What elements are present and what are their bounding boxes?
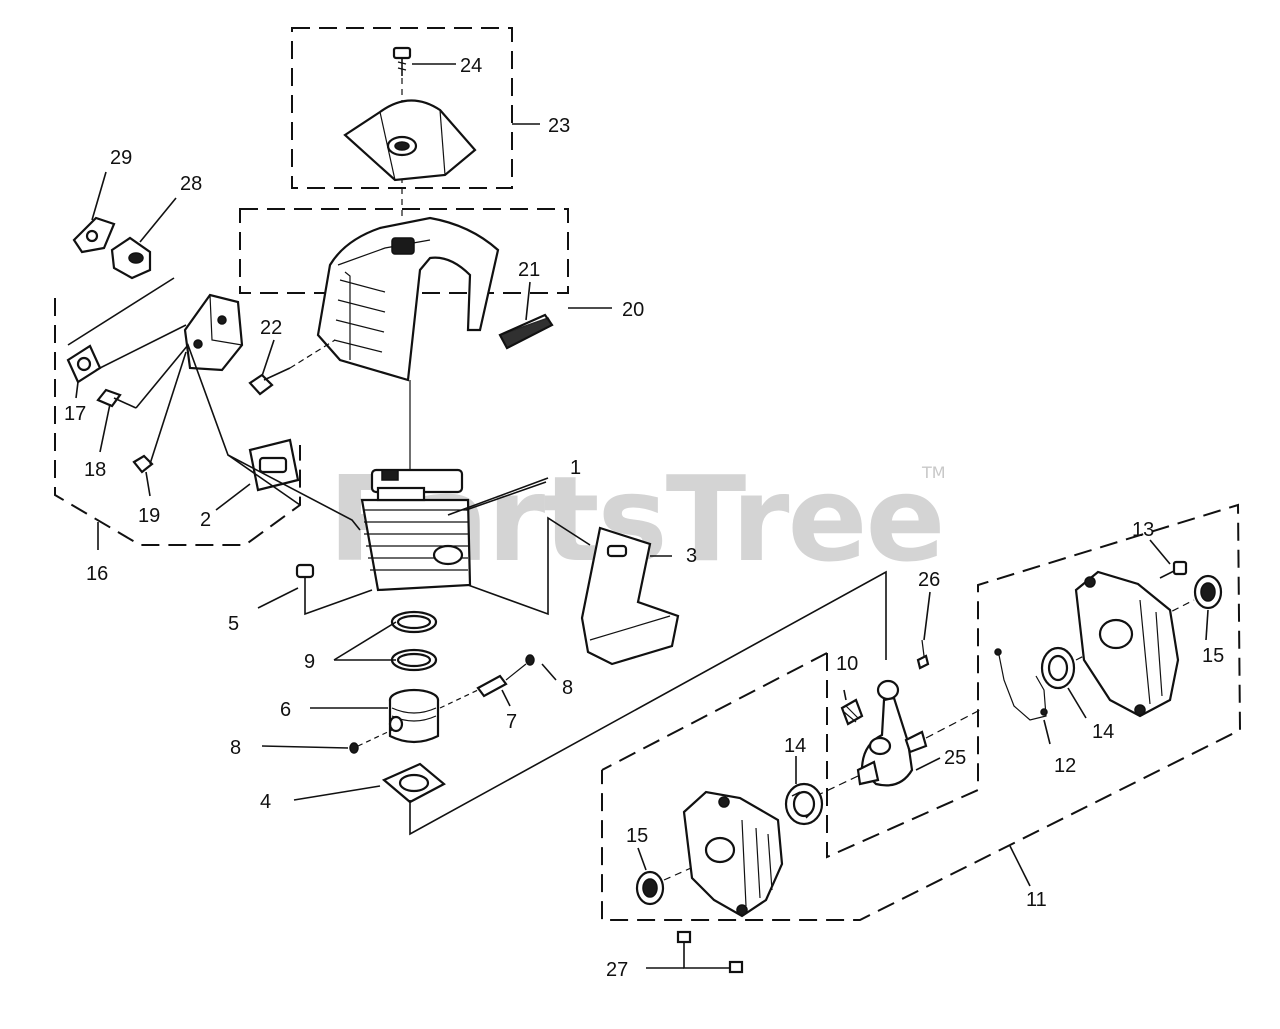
callout-2: 2 xyxy=(200,509,211,531)
connector-27 xyxy=(676,930,744,974)
piston-rings-9 xyxy=(390,610,438,672)
bolt-18 xyxy=(96,388,137,409)
callout-3: 3 xyxy=(686,545,697,567)
callout-1: 1 xyxy=(570,457,581,479)
callout-22: 22 xyxy=(260,317,282,339)
callout-10: 10 xyxy=(836,653,858,675)
callout-21: 21 xyxy=(518,259,540,281)
gasket-12 xyxy=(994,648,1048,721)
seal-15-left xyxy=(635,870,665,906)
clip-8-left xyxy=(349,729,393,754)
seal-15-right xyxy=(1193,574,1223,610)
gasket-29 xyxy=(72,216,116,254)
callout-8-left: 8 xyxy=(230,737,241,759)
link-line-5 xyxy=(304,589,373,616)
heat-shield-3 xyxy=(580,526,680,666)
top-cover-23 xyxy=(343,99,477,182)
callout-28: 28 xyxy=(180,173,202,195)
callout-6: 6 xyxy=(280,699,291,721)
callout-16: 16 xyxy=(86,563,108,585)
callout-15-right: 15 xyxy=(1202,645,1224,667)
callout-9: 9 xyxy=(304,651,315,673)
pad-21 xyxy=(498,313,554,350)
callout-4: 4 xyxy=(260,791,271,813)
link-line-heat-shield xyxy=(467,516,591,616)
callout-27: 27 xyxy=(606,959,628,981)
link-line-28-17 xyxy=(67,277,175,346)
bearing-14-left xyxy=(784,782,824,826)
link-line-crank-axis xyxy=(409,570,887,836)
callout-17: 17 xyxy=(64,403,86,425)
link-line-muffler-cylinder xyxy=(135,343,361,531)
crankcase-left xyxy=(682,790,784,918)
callout-19: 19 xyxy=(138,505,160,527)
callout-5: 5 xyxy=(228,613,239,635)
link-line-17-muffler xyxy=(95,324,187,371)
callout-18: 18 xyxy=(84,459,106,481)
callout-23: 23 xyxy=(548,115,570,137)
bearing-10 xyxy=(840,698,864,726)
group-box-16 xyxy=(54,298,301,546)
clip-8-right xyxy=(505,654,535,681)
screw-24 xyxy=(392,46,412,76)
group-box-11-edge xyxy=(601,652,828,771)
callout-14-left: 14 xyxy=(784,735,806,757)
crankcase-right xyxy=(1074,570,1180,718)
callout-12: 12 xyxy=(1054,755,1076,777)
bolt-5 xyxy=(295,563,315,598)
link-line-19 xyxy=(149,351,187,465)
stud-22 xyxy=(248,339,336,396)
axis-line-seal-left xyxy=(663,863,701,881)
leader-lines xyxy=(75,63,1209,969)
base-gasket-4 xyxy=(381,762,446,804)
gasket-2 xyxy=(248,438,300,492)
bearing-14-right xyxy=(1040,646,1076,690)
bearing-top xyxy=(876,679,900,701)
callout-13: 13 xyxy=(1132,519,1154,541)
callout-15-left: 15 xyxy=(626,825,648,847)
gasket-17 xyxy=(66,344,102,384)
link-line-2 xyxy=(227,454,301,506)
watermark-trademark: TM xyxy=(921,463,946,482)
muffler-assembly xyxy=(183,293,244,372)
crankshaft-25 xyxy=(817,696,981,796)
piston-6 xyxy=(388,688,440,744)
callout-7: 7 xyxy=(506,711,517,733)
cylinder-shroud-20 xyxy=(316,216,500,382)
callout-20: 20 xyxy=(622,299,644,321)
callout-14-right: 14 xyxy=(1092,721,1114,743)
callout-11: 11 xyxy=(1026,889,1047,911)
group-box-11 xyxy=(601,503,1242,921)
key-26 xyxy=(916,639,930,670)
callout-25: 25 xyxy=(944,747,966,769)
piston-pin-7 xyxy=(439,674,508,709)
callout-8-right: 8 xyxy=(562,677,573,699)
bolt-13 xyxy=(1159,560,1188,579)
callout-29: 29 xyxy=(110,147,132,169)
callout-26: 26 xyxy=(918,569,940,591)
link-line-1 xyxy=(465,481,547,511)
callout-24: 24 xyxy=(460,55,482,77)
cylinder-1 xyxy=(360,468,472,592)
nut-19 xyxy=(132,454,154,474)
spacer-28 xyxy=(110,236,152,280)
